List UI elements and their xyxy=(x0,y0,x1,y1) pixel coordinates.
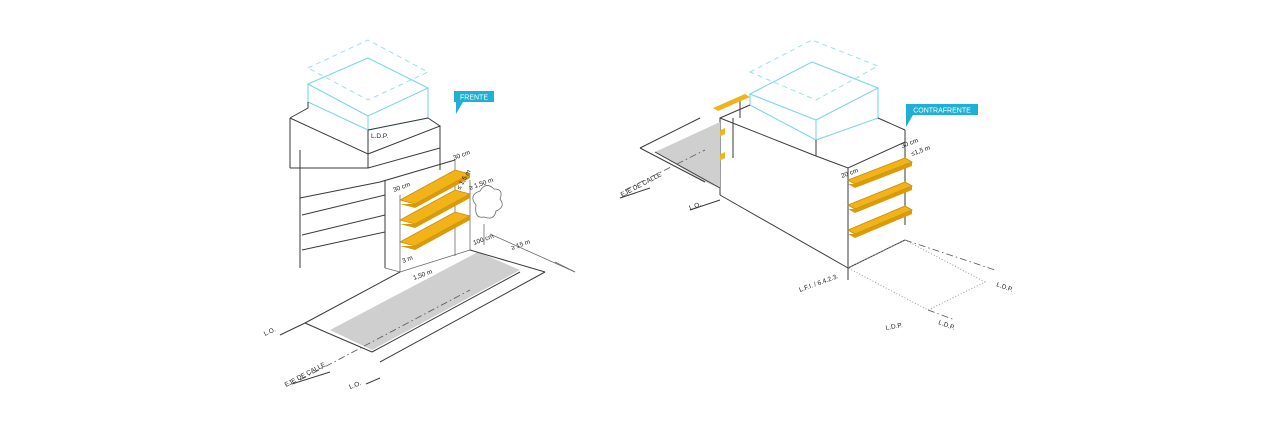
balcony-slab xyxy=(713,94,750,111)
right-labels: CONTRAFRENTE EJE DE CALLE L.O. L.F.I. / … xyxy=(620,104,1014,332)
tag-frente-pointer xyxy=(456,102,463,114)
right-roof-outline xyxy=(748,39,880,141)
right-view-contrafrente xyxy=(619,39,996,321)
balcony-slab xyxy=(848,210,912,238)
left-labels: FRENTE L.D.P. L.O. EJE DE CALLE L.O. 30 … xyxy=(263,91,531,391)
balcony-slab xyxy=(848,162,912,188)
tag-contrafrente-pointer xyxy=(906,115,913,127)
right-yard xyxy=(846,239,996,321)
label-lo-bottom: L.O. xyxy=(348,380,362,391)
balcony-slab xyxy=(400,194,470,228)
left-street xyxy=(279,233,576,385)
tag-contrafrente-bg xyxy=(906,104,978,115)
dim-15m: ≥ 15 m xyxy=(510,239,531,252)
label-lfi: L.F.I. / 6.4.2.3. xyxy=(798,273,839,294)
dim-1-5m: ≤1,5 m xyxy=(910,145,931,158)
left-roof-outline xyxy=(306,39,430,131)
balcony-slab xyxy=(848,186,912,213)
dim-100cm: 100 cm xyxy=(472,233,494,247)
right-balconies xyxy=(713,94,913,238)
label-ldp-bottom-b: L.D.P. xyxy=(937,319,956,332)
dim-30cm-left: 30 cm xyxy=(392,181,411,194)
label-ldp-bottom-a: L.D.P. xyxy=(885,322,903,332)
label-lo-top: L.O. xyxy=(263,326,277,338)
balcony-slab xyxy=(400,216,470,250)
dim-3m: 3 m xyxy=(401,255,414,265)
tag-contrafrente: CONTRAFRENTE xyxy=(913,108,971,115)
label-eje-de-calle: EJE DE CALLE xyxy=(620,171,664,199)
dim-30cm-top: 30 cm xyxy=(900,137,919,150)
left-balconies xyxy=(398,169,472,250)
right-building xyxy=(719,100,906,269)
tag-frente: FRENTE xyxy=(460,95,488,102)
label-ldp-right: L.D.P. xyxy=(995,281,1014,294)
right-street xyxy=(619,117,721,211)
label-lo: L.O. xyxy=(688,201,702,212)
left-view-frente xyxy=(279,39,576,385)
tag-frente-bg xyxy=(454,91,494,102)
label-ldp: L.D.P. xyxy=(371,133,388,140)
dim-30cm-top: 30 cm xyxy=(452,149,471,162)
left-building xyxy=(289,102,503,273)
balcony-slab xyxy=(400,174,470,208)
